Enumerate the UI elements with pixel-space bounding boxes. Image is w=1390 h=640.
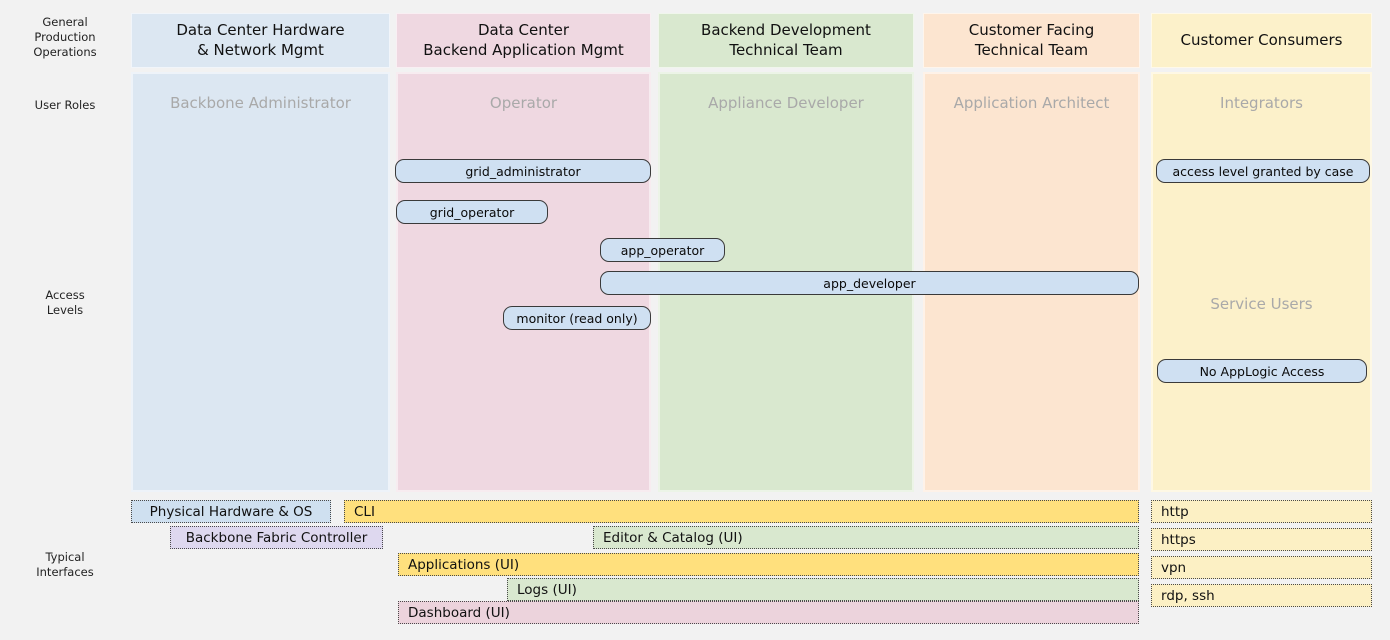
rail-label-general-production-operations: General Production Operations (33, 15, 97, 59)
interface-bar-backbone-fabric-controller: Backbone Fabric Controller (170, 526, 383, 549)
interface-bar-http: http (1151, 500, 1372, 523)
access-pill-no-applogic-access: No AppLogic Access (1157, 359, 1367, 383)
interface-bar-vpn: vpn (1151, 556, 1372, 579)
interface-bar-logs-ui: Logs (UI) (507, 578, 1139, 601)
interface-bar-https: https (1151, 528, 1372, 551)
user-role-backbone-administrator: Backbone Administrator (170, 94, 351, 112)
rail-label-access-levels: Access Levels (45, 288, 85, 317)
interface-bar-cli: CLI (344, 500, 1139, 523)
access-pill-access-level-granted-by-case: access level granted by case (1156, 159, 1370, 183)
column-body-dc-hardware-network: Backbone Administrator (131, 72, 390, 492)
user-role-integrators: Integrators (1220, 94, 1303, 112)
rail-label-user-roles: User Roles (34, 98, 96, 112)
user-role-service-users: Service Users (1210, 295, 1313, 313)
user-role-operator: Operator (489, 94, 558, 112)
user-role-appliance-developer: Appliance Developer (708, 94, 864, 112)
user-role-application-architect: Application Architect (953, 94, 1110, 112)
column-header-dc-hardware-network: Data Center Hardware & Network Mgmt (131, 13, 390, 68)
column-body-customer-consumers: Integrators Service Users (1151, 72, 1372, 492)
access-pill-app-developer: app_developer (600, 271, 1139, 295)
column-header-dc-backend-app-mgmt: Data Center Backend Application Mgmt (396, 13, 651, 68)
access-pill-grid-administrator: grid_administrator (395, 159, 651, 183)
interface-bar-rdp-ssh: rdp, ssh (1151, 584, 1372, 607)
column-header-customer-facing-team: Customer Facing Technical Team (923, 13, 1140, 68)
interface-bar-dashboard-ui: Dashboard (UI) (398, 601, 1139, 624)
rail-label-typical-interfaces: Typical Interfaces (36, 550, 94, 579)
access-pill-grid-operator: grid_operator (396, 200, 548, 224)
access-pill-monitor-read-only: monitor (read only) (503, 306, 651, 330)
column-header-customer-consumers: Customer Consumers (1151, 13, 1372, 68)
interface-bar-applications-ui: Applications (UI) (398, 553, 1139, 576)
access-pill-app-operator: app_operator (600, 238, 725, 262)
interface-bar-editor-catalog-ui: Editor & Catalog (UI) (593, 526, 1139, 549)
column-header-backend-dev-team: Backend Development Technical Team (658, 13, 914, 68)
interface-bar-physical-hardware-os: Physical Hardware & OS (131, 500, 331, 523)
